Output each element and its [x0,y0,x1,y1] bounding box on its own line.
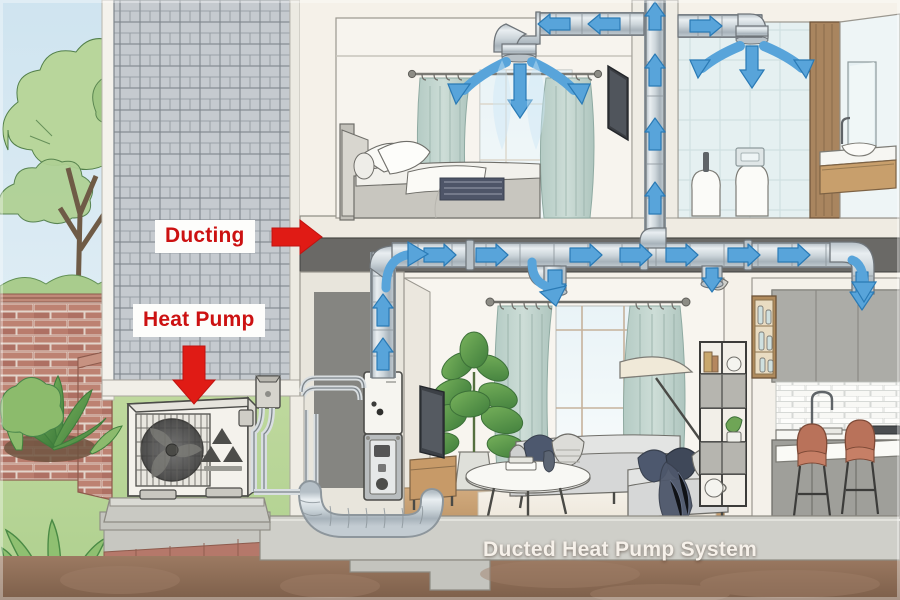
control-panel [363,433,403,501]
shrub [0,377,64,437]
tv-console [409,455,457,510]
bar-stool [840,419,880,515]
callout-label-ducting: Ducting [155,220,255,253]
living-room-lower-middle [403,277,747,529]
outdoor-condenser-unit [126,396,258,500]
illustration-caption: Ducted Heat Pump System [483,538,758,561]
refrigerant-lines [251,407,300,495]
bathroom-upper-right [677,13,900,219]
tap [840,116,851,144]
callout-label-heat-pump: Heat Pump [133,304,265,337]
foundation-and-ground [0,480,900,600]
bar-stool [792,423,832,517]
wall-tv [607,64,629,142]
upper-cabinet [771,289,900,383]
arrow-right-icon [271,218,323,256]
fan-grille [135,413,211,487]
bed [339,123,541,221]
tv [419,385,445,459]
concrete-pad [103,497,271,523]
arrow-down-icon [171,345,217,405]
airflow-arrows [372,1,878,371]
flexible-duct [298,480,444,538]
tap [810,390,834,428]
disconnect-box [255,375,281,409]
diffuser-airflow-bedroom [447,57,591,150]
bedroom-upper-left [335,17,633,221]
vanity [819,116,897,195]
coffee-table [465,450,591,518]
outdoor-heat-pump-area [103,375,300,523]
flush-plate [735,147,765,167]
toilet [735,163,769,217]
bidet [691,152,721,217]
mitsubishi-logo [201,428,243,462]
diffuser-airflow-bathroom [689,41,815,90]
shelving-unit [699,341,747,507]
callout-arrows [171,218,323,405]
display-niche [751,295,777,379]
mounting-feet [139,487,243,500]
kitchen-lower-right [707,272,900,519]
air-handler-unit [363,371,403,501]
mirror [847,61,877,149]
